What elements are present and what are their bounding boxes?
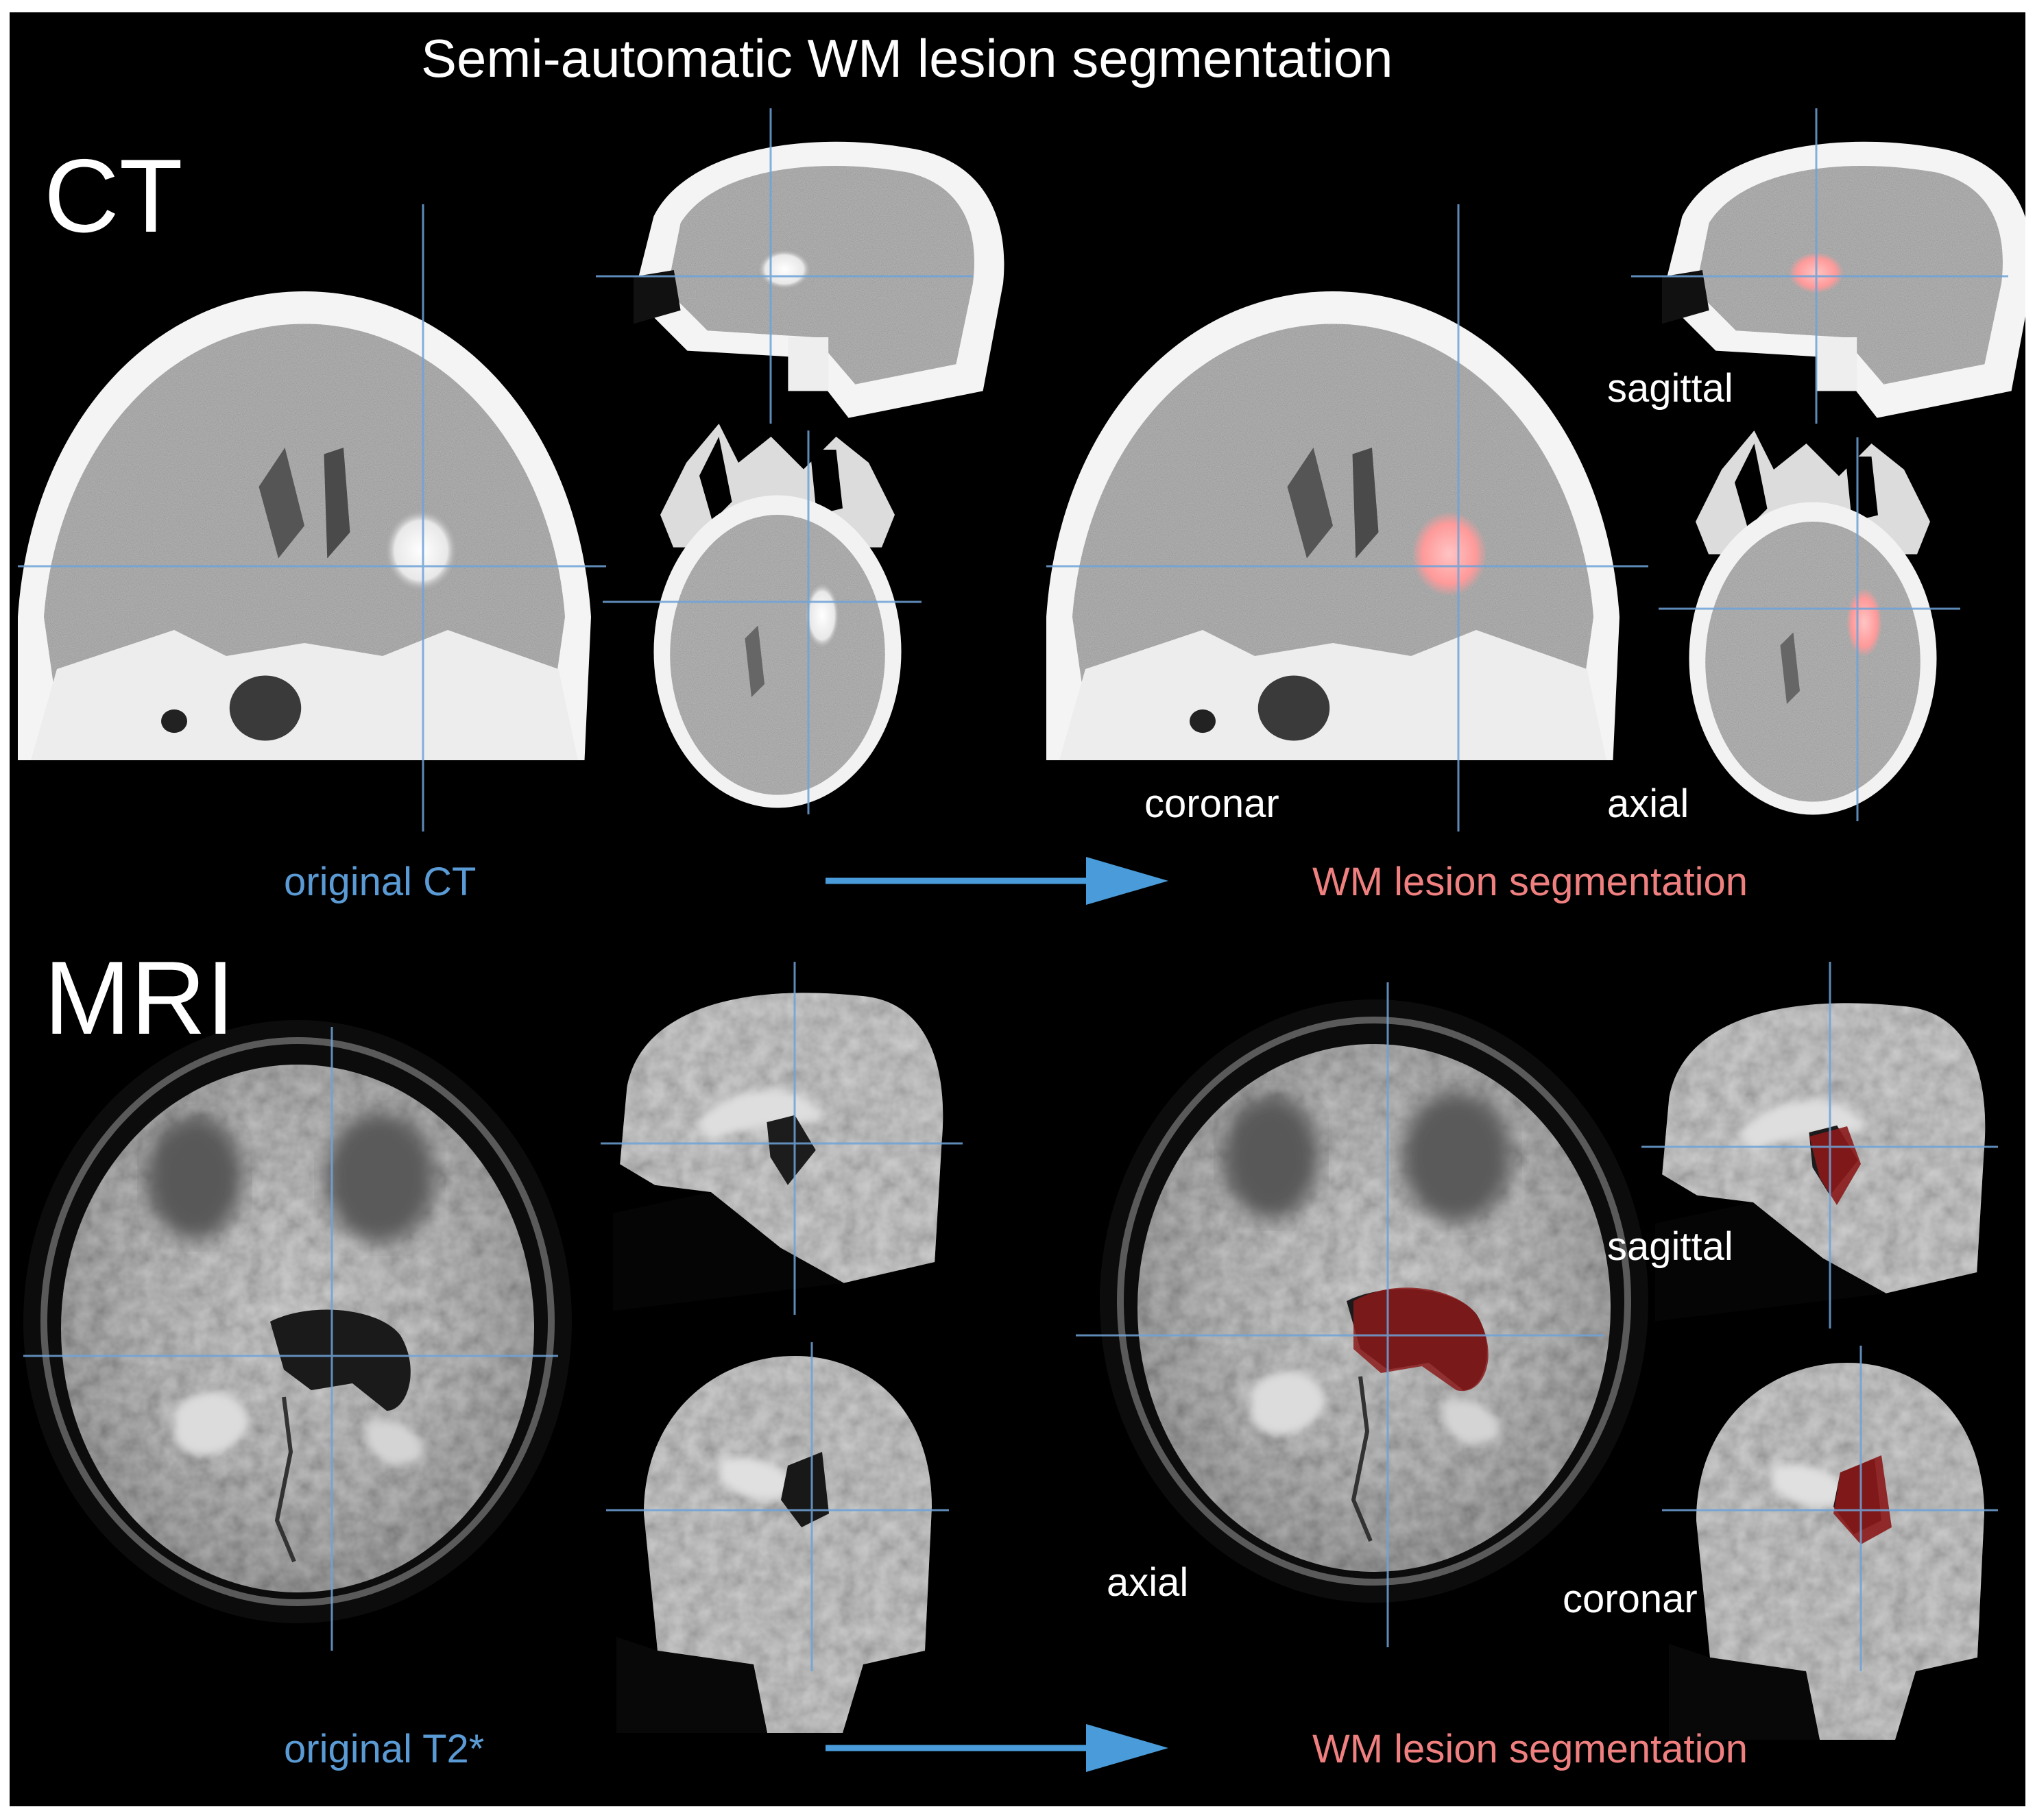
- ct-original-label: original CT: [284, 860, 477, 904]
- mri-original-label: original T2*: [284, 1727, 485, 1771]
- crosshairs: [18, 108, 2008, 1671]
- ct-segmented-axial-image: [1689, 430, 1937, 815]
- ct-original-axial-image: [654, 424, 902, 808]
- ct-original-sagittal-image: [634, 142, 1004, 418]
- figure-panel: Semi-automatic WM lesion segmentation CT…: [10, 12, 2025, 1806]
- mri-segmented-coronal-image: [1669, 1363, 1984, 1740]
- ct-arrow: [826, 857, 1168, 905]
- mri-sagittal-label: sagittal: [1607, 1224, 1733, 1269]
- mri-arrow: [826, 1724, 1168, 1772]
- mri-coronal-label: coronar: [1563, 1577, 1698, 1621]
- mri-original-sagittal-image: [613, 993, 943, 1311]
- ct-axial-label: axial: [1607, 781, 1689, 826]
- mri-segmented-axial-image: [1100, 999, 1648, 1603]
- mri-segmented-sagittal-image: [1655, 1003, 1985, 1321]
- ct-original-coronal-image: [18, 12, 591, 760]
- mri-original-coronal-image: [616, 1356, 932, 1733]
- ct-segmented-coronal-image: [1046, 291, 1619, 760]
- mri-segmentation-label: WM lesion segmentation: [1312, 1727, 1748, 1771]
- figure-title: Semi-automatic WM lesion segmentation: [421, 28, 1393, 88]
- mri-modality-label: MRI: [44, 940, 235, 1056]
- ct-sagittal-label: sagittal: [1607, 366, 1733, 411]
- ct-segmentation-label: WM lesion segmentation: [1312, 860, 1748, 904]
- mri-original-axial-image: [23, 1020, 572, 1623]
- scan-images: [18, 12, 2025, 1772]
- ct-modality-label: CT: [44, 138, 183, 254]
- mri-axial-label: axial: [1107, 1560, 1189, 1605]
- ct-coronal-label: coronar: [1144, 781, 1279, 826]
